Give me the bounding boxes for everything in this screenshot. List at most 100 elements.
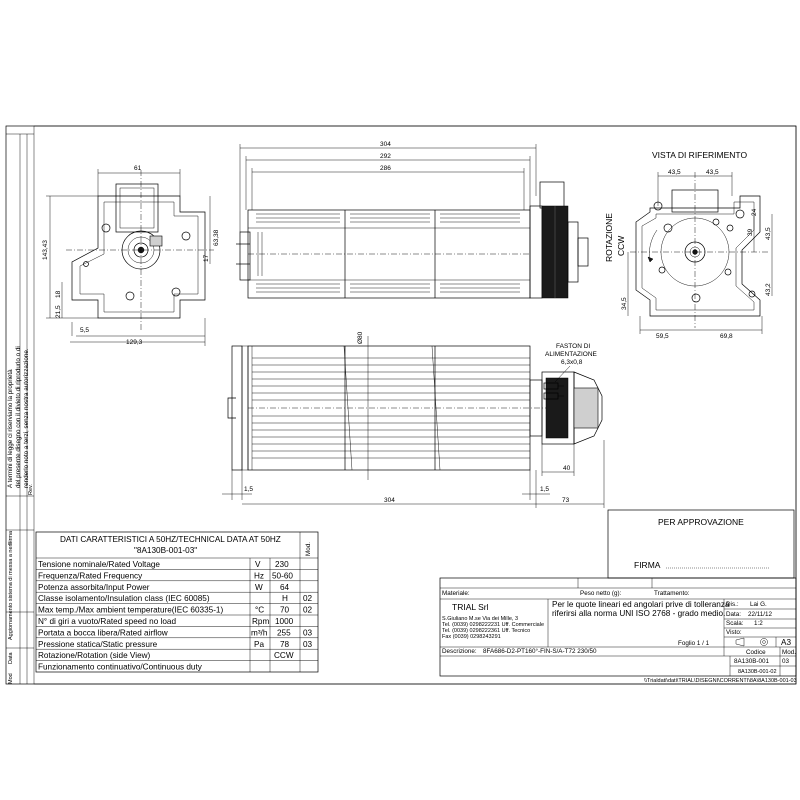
row-speed-value: 1000 — [275, 617, 294, 626]
dim-286: 286 — [380, 165, 391, 172]
table-header-1: DATI CARATTERISTICI A 50HZ/TECHNICAL DAT… — [60, 535, 281, 544]
row-pressure-label: Pressione statica/Static pressure — [38, 640, 158, 649]
row-temperature-value: 70 — [280, 606, 290, 615]
dim-69-8: 69,8 — [720, 333, 733, 340]
dim-5-5: 5,5 — [80, 327, 89, 334]
row-airflow-unit: m³/h — [251, 628, 268, 637]
rev-update-label: Aggiornamento sistema di messa a nero — [8, 542, 14, 640]
approval-box: PER APPROVAZIONE FIRMA — [607, 509, 795, 579]
top-view: FASTON DI ALIMENTAZIONE 6,3x0,8 Ø80 1,5 … — [222, 331, 605, 508]
row-voltage-label: Tensione nominale/Rated Voltage — [38, 560, 160, 569]
rev-firma-label: Firma — [8, 530, 14, 545]
codice-value: 8A130B-001 — [734, 658, 770, 665]
row-frequency-value: 50-60 — [272, 571, 293, 580]
row-power-label: Potenza assorbita/Input Power — [38, 583, 150, 592]
trattamento-label: Trattamento: — [654, 590, 690, 597]
tolerance-line-1: Per le quote lineari ed angolari prive d… — [552, 600, 730, 609]
row-speed-unit: Rpm — [252, 617, 269, 626]
row-insulation-label: Classe isolamento/Insulation class (IEC … — [38, 594, 210, 603]
faston-terminal — [543, 382, 564, 400]
row-duty-label: Funzionamento continuativo/Continuous du… — [38, 663, 203, 672]
file-code: 8A130B-001-02 — [738, 669, 777, 675]
dis-value: Lai G. — [750, 601, 767, 608]
row-voltage-unit: V — [255, 560, 261, 569]
company-address-3: Tel. (0039) 0298222361 Uff. Tecnico — [442, 628, 530, 634]
dim-1-5-left: 1,5 — [244, 486, 253, 493]
dim-292: 292 — [380, 153, 391, 160]
row-temperature-label: Max temp./Max ambient temperature(IEC 60… — [38, 606, 223, 615]
dim-143-43: 143,43 — [42, 240, 49, 260]
file-path: \\Trialdati\dati\TRIAL\DISEGNI\CORRENTI\… — [644, 678, 797, 684]
row-speed-label: N° di giri a vuoto/Rated speed no load — [38, 617, 176, 626]
sheet-count: Foglio 1 / 1 — [678, 640, 710, 647]
projection-symbol-icon — [735, 637, 768, 647]
notice-line-3: renderlo noto a terzi, senza nostra auto… — [23, 348, 30, 488]
faston-label-3: 6,3x0,8 — [561, 359, 583, 366]
approval-signature-label: FIRMA — [634, 560, 661, 570]
scala-value: 1:2 — [754, 620, 763, 627]
notice-line-1: A termini di legge ci riserviamo la prop… — [7, 369, 14, 488]
rev-mod-label: Mod — [8, 673, 14, 684]
visto-label: Visto: — [726, 629, 742, 636]
dim-43-2: 43,2 — [765, 283, 772, 296]
mod-label: Mod. — [782, 649, 796, 656]
row-frequency-unit: Hz — [254, 571, 264, 580]
dim-59-5: 59,5 — [656, 333, 669, 340]
dim-d80: Ø80 — [357, 331, 364, 344]
row-pressure-value: 78 — [280, 640, 290, 649]
dim-43-5-vert: 43,5 — [765, 227, 772, 240]
mod-value: 03 — [782, 658, 790, 665]
drawing-frame — [5, 125, 797, 685]
company-name: TRIAL Srl — [452, 602, 489, 612]
dim-40: 40 — [563, 465, 571, 472]
dim-73: 73 — [562, 497, 570, 504]
dis-label: Dis.: — [726, 601, 739, 608]
row-temperature-unit: °C — [255, 606, 264, 615]
row-voltage-value: 230 — [275, 560, 289, 569]
dim-21-5: 21,5 — [55, 305, 62, 318]
dim-43-5-right: 43,5 — [706, 169, 719, 176]
data-label: Data: — [726, 611, 741, 618]
notice-line-2: del presente disegno con il divieto di r… — [15, 346, 22, 488]
dim-43-5-left: 43,5 — [668, 169, 681, 176]
row-insulation-mod: 02 — [303, 594, 313, 603]
reference-view-title: VISTA DI RIFERIMENTO — [652, 150, 747, 160]
title-block: Materiale: Peso netto (g): Trattamento: … — [439, 577, 797, 684]
company-address-4: Fax (0039) 0298243291 — [442, 634, 501, 640]
dim-1-5-right: 1,5 — [540, 486, 549, 493]
row-frequency-label: Frequenza/Rated Frequency — [38, 571, 143, 580]
tolerance-line-2: riferirsi alla norma UNI ISO 2768 - grad… — [552, 609, 725, 618]
front-view: 304 292 286 — [236, 141, 589, 299]
faston-label-2: ALIMENTAZIONE — [545, 351, 598, 358]
data-value: 22/11/12 — [748, 611, 773, 618]
approval-title: PER APPROVAZIONE — [658, 517, 744, 527]
company-address-1: S.Giuliano M.se Via dei Mille, 3 — [442, 616, 518, 622]
row-pressure-mod: 03 — [303, 640, 313, 649]
row-airflow-value: 255 — [277, 628, 291, 637]
row-power-unit: W — [255, 583, 263, 592]
rev-label: Rev. — [28, 484, 34, 495]
side-view-left: 61 143,43 63,38 17 21,5 18 5,5 129,3 — [42, 165, 220, 346]
revision-strip: Rev. Mod Data Aggiornamento sistema di m… — [8, 484, 34, 684]
row-rotation-value: CCW — [274, 651, 294, 660]
peso-label: Peso netto (g): — [580, 590, 622, 597]
dim-129-3: 129,3 — [126, 339, 143, 346]
row-rotation-label: Rotazione/Rotation (side View) — [38, 651, 151, 660]
row-temperature-mod: 02 — [303, 606, 313, 615]
rotation-label: ROTAZIONE — [604, 213, 614, 262]
faston-label-1: FASTON DI — [556, 343, 590, 350]
row-power-value: 64 — [280, 583, 290, 592]
sheet-size: A3 — [781, 638, 791, 647]
scala-label: Scala: — [726, 620, 744, 627]
dim-34-5: 34,5 — [621, 297, 628, 310]
dim-17: 17 — [203, 254, 210, 262]
dim-304-top: 304 — [384, 497, 395, 504]
dim-18: 18 — [55, 290, 62, 298]
descrizione-value: 8FA686-D2-PT160°-FIN-S/A-T72 230/50 — [483, 647, 597, 655]
row-airflow-mod: 03 — [303, 628, 313, 637]
descrizione-label: Descrizione: — [442, 648, 477, 655]
dim-39: 39 — [747, 228, 754, 236]
table-mod-header: Mod. — [305, 542, 312, 556]
dim-63-38: 63,38 — [213, 229, 220, 246]
